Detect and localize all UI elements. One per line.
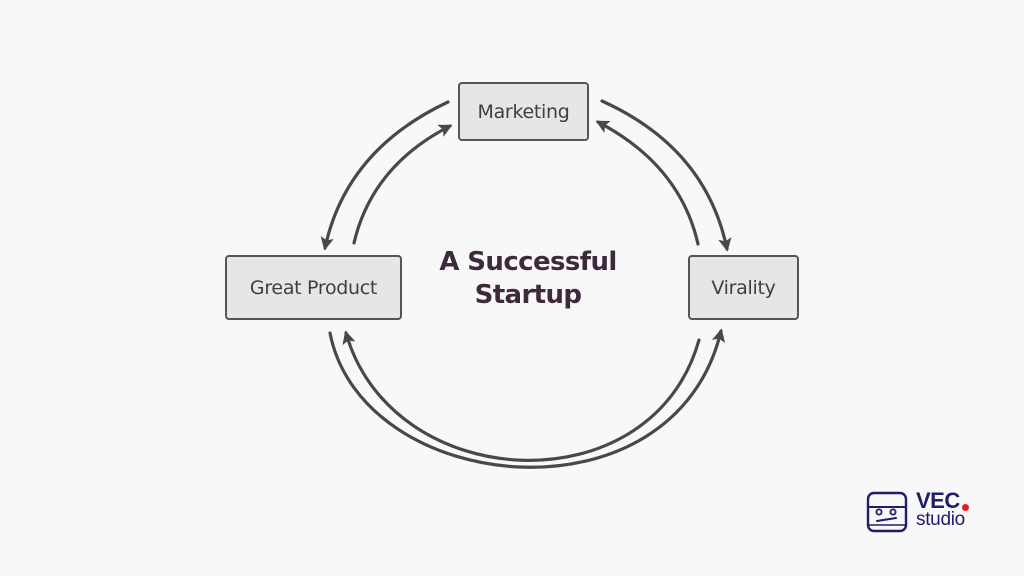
arrow-marketing-to-product (320, 100, 450, 251)
node-marketing-label: Marketing (477, 100, 570, 123)
arrow-virality-to-marketing (595, 120, 700, 246)
node-virality: Virality (688, 255, 799, 320)
logo-red-dot (962, 504, 969, 511)
node-virality-label: Virality (711, 276, 776, 299)
vec-studio-logo: VEC studio (866, 488, 996, 537)
node-great-product-label: Great Product (249, 276, 378, 299)
diagram-title: A Successful Startup (410, 246, 646, 312)
logo-sub: studio (916, 509, 965, 530)
diagram-title-line2: Startup (474, 280, 582, 310)
logo-brand: VEC (916, 488, 960, 513)
node-marketing: Marketing (458, 82, 589, 141)
arrow-product-to-virality (328, 328, 726, 469)
robot-face-icon (866, 491, 908, 533)
arrow-product-to-marketing (352, 124, 453, 245)
logo-wordmark: VEC studio (916, 488, 965, 530)
arrow-virality-to-product (342, 330, 701, 462)
arrow-marketing-to-virality (600, 99, 732, 252)
diagram-title-line1: A Successful (439, 247, 617, 277)
node-great-product: Great Product (225, 255, 402, 320)
